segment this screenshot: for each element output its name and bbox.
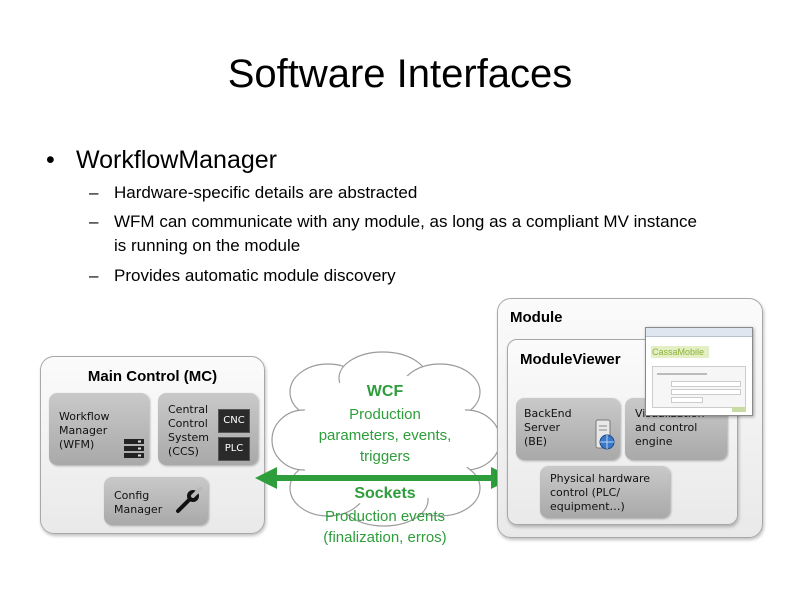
moduleviewer-label: ModuleViewer (520, 351, 621, 368)
sub-bullet-2-cont: is running on the module (114, 236, 301, 255)
web-server-icon (595, 419, 615, 450)
screenshot-form (652, 366, 746, 408)
slide-title: Software Interfaces (227, 52, 573, 96)
backend-server-block: BackEnd Server (BE) (516, 398, 620, 460)
sockets-label: Sockets (354, 485, 416, 502)
main-control-box: Main Control (MC) Workflow Manager (WFM)… (40, 356, 265, 534)
config-manager-block: Config Manager (104, 477, 208, 525)
wcf-description: Production parameters, events, triggers (318, 406, 452, 465)
bullet-marker: • (46, 146, 55, 174)
sub-bullet-1: –Hardware-specific details are abstracte… (89, 183, 418, 202)
sub-bullet-3: –Provides automatic module discovery (89, 266, 396, 285)
module-label: Module (510, 309, 563, 326)
screenshot-logo: CassaMobile (652, 347, 705, 357)
server-rack-icon (124, 439, 144, 458)
main-control-label: Main Control (MC) (87, 368, 218, 385)
bullet-text: WorkflowManager (76, 146, 278, 174)
sub-bullet-2: –WFM can communicate with any module, as… (89, 212, 697, 231)
screenshot-logo-band (651, 346, 709, 358)
wfm-block: Workflow Manager (WFM) (49, 393, 149, 465)
bullet-workflowmanager: • WorkflowManager (46, 146, 277, 175)
sockets-description: Production events (finalization, erros) (323, 508, 447, 546)
network-cloud-shape (271, 351, 501, 527)
cnc-chip: CNC (218, 409, 250, 433)
physical-hardware-block: Physical hardware control (PLC/ equipmen… (540, 466, 670, 518)
ccs-block: Central Control System (CCS) CNC PLC (158, 393, 258, 465)
wrench-icon (176, 487, 202, 513)
moduleviewer-screenshot: CassaMobile (645, 327, 753, 416)
wcf-label: WCF (366, 383, 404, 400)
plc-chip: PLC (218, 437, 250, 461)
screenshot-titlebar (646, 328, 752, 337)
